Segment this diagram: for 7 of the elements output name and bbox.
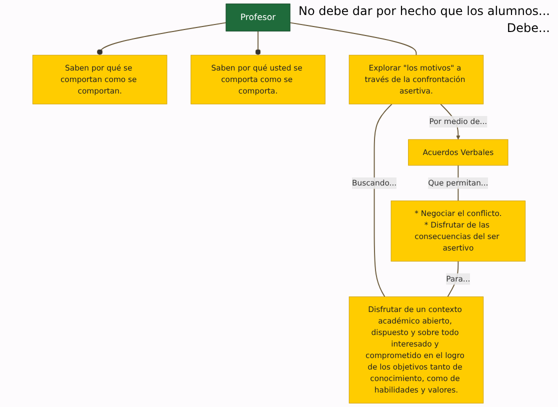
connector bbox=[255, 30, 261, 56]
note-text: No debe dar por hecho que los alumnos... bbox=[298, 4, 550, 18]
note-text: Debe... bbox=[506, 21, 550, 35]
node-box: Profesor bbox=[226, 4, 290, 32]
connector bbox=[96, 22, 226, 56]
connector bbox=[290, 22, 417, 56]
connector bbox=[374, 104, 392, 298]
